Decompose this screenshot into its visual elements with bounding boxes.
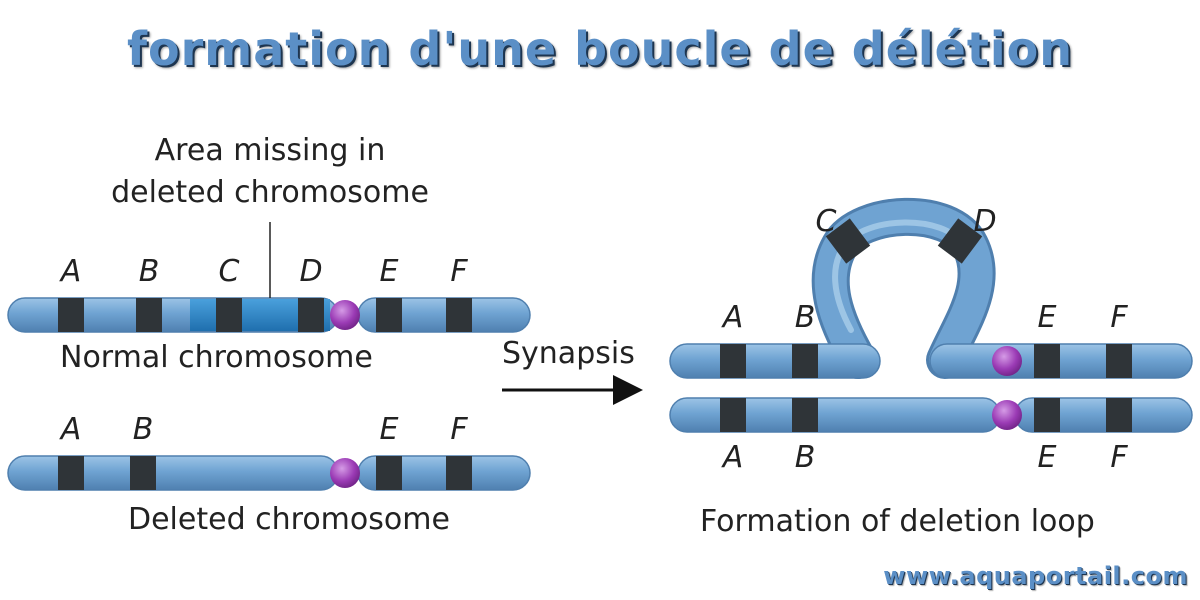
- gene-label-b: B: [794, 440, 816, 475]
- band-f: [446, 456, 472, 490]
- gene-label-e: E: [1037, 300, 1057, 335]
- loop-panel-label: Formation of deletion loop: [700, 504, 1095, 539]
- page-title: formation d'une boucle de délétion: [127, 22, 1073, 76]
- chromosome-arm: [7, 455, 339, 491]
- gene-label-b: B: [794, 300, 816, 335]
- centromere: [330, 458, 360, 488]
- gene-label-e: E: [379, 254, 399, 289]
- chromosome-arm: [929, 343, 1193, 379]
- gene-label-f: F: [1110, 440, 1128, 475]
- band-a: [720, 398, 746, 432]
- gene-label-c: C: [218, 254, 240, 289]
- paired-deleted-chromosome: [669, 397, 1193, 433]
- synapsis-label: Synapsis: [502, 336, 635, 371]
- centromere: [992, 400, 1022, 430]
- band-e: [1034, 344, 1060, 378]
- band-f: [446, 298, 472, 332]
- band-f: [1106, 344, 1132, 378]
- chromosome-arm: [669, 343, 881, 379]
- gene-label-d: D: [299, 254, 323, 289]
- band-d: [298, 298, 324, 332]
- gene-label-c: C: [815, 204, 837, 239]
- band-b: [792, 344, 818, 378]
- deleted-chromosome-label: Deleted chromosome: [128, 502, 450, 537]
- chromosome-arm: [669, 397, 1001, 433]
- centromere: [330, 300, 360, 330]
- gene-label-a: A: [60, 254, 82, 289]
- loop-chromosome: [669, 197, 1193, 379]
- gene-label-e: E: [379, 412, 399, 447]
- normal-chromosome-label: Normal chromosome: [60, 340, 373, 375]
- gene-label-f: F: [450, 412, 468, 447]
- band-b: [792, 398, 818, 432]
- band-d: [937, 218, 983, 264]
- band-f: [1106, 398, 1132, 432]
- band-a: [58, 298, 84, 332]
- band-b: [136, 298, 162, 332]
- gene-label-f: F: [450, 254, 468, 289]
- gene-label-a: A: [722, 440, 744, 475]
- gene-label-a: A: [60, 412, 82, 447]
- gene-label-a: A: [722, 300, 744, 335]
- deleted-chromosome: [7, 455, 531, 491]
- band-e: [1034, 398, 1060, 432]
- band-e: [376, 456, 402, 490]
- band-a: [58, 456, 84, 490]
- gene-label-b: B: [138, 254, 160, 289]
- gene-label-d: D: [973, 204, 997, 239]
- band-b: [130, 456, 156, 490]
- gene-label-b: B: [132, 412, 154, 447]
- band-c: [825, 218, 871, 264]
- annotation-line-2: deleted chromosome: [111, 175, 429, 210]
- band-c: [216, 298, 242, 332]
- annotation-line-1: Area missing in: [154, 133, 386, 168]
- watermark: www.aquaportail.com: [883, 562, 1188, 590]
- normal-chromosome: [7, 297, 531, 333]
- gene-label-f: F: [1110, 300, 1128, 335]
- band-a: [720, 344, 746, 378]
- gene-label-e: E: [1037, 440, 1057, 475]
- deletion-loop-fill: [814, 200, 993, 376]
- band-e: [376, 298, 402, 332]
- centromere: [992, 346, 1022, 376]
